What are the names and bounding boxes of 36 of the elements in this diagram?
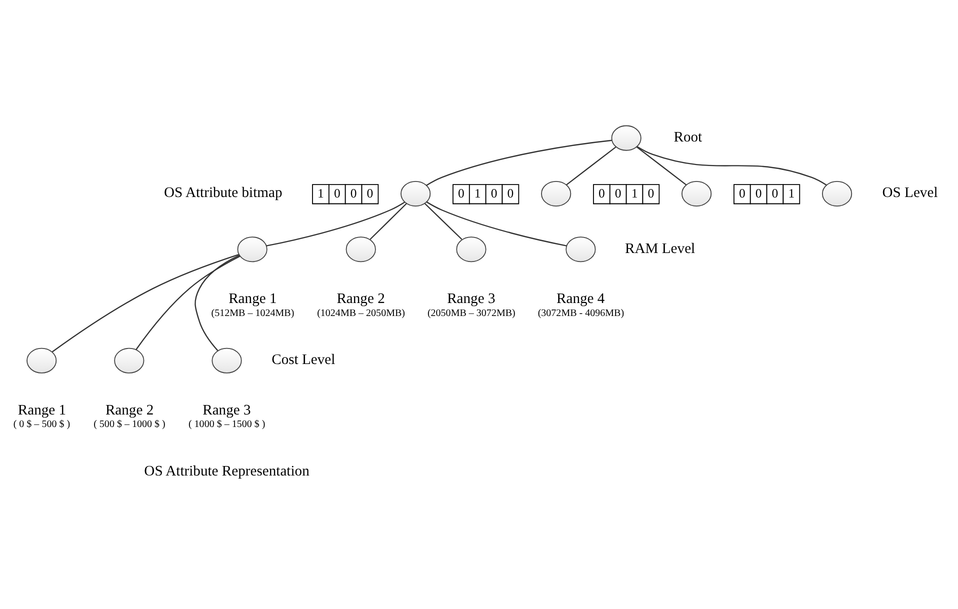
node-label: (512MB – 1024MB)	[211, 307, 294, 318]
node-label: Range 4	[556, 290, 605, 306]
node-label: 0	[772, 186, 778, 200]
node-label: 0	[598, 186, 605, 200]
node-label: 0	[648, 186, 654, 200]
node-label: ( 500 $ – 1000 $ )	[94, 418, 166, 430]
node-label: 0	[614, 186, 622, 200]
node-label: 0	[366, 186, 374, 200]
label: Cost Level	[272, 352, 336, 368]
label: RAM Level	[625, 240, 696, 256]
node-label: 1	[318, 186, 324, 200]
node-label: (3072MB - 4096MB)	[538, 307, 624, 318]
node-label: 0	[490, 186, 498, 200]
node-label: 0	[350, 186, 357, 200]
node-label: 0	[755, 186, 762, 200]
node-label: (2050MB – 3072MB)	[427, 307, 516, 318]
label: OS Attribute Representation	[144, 462, 310, 479]
node-label: 1	[788, 186, 795, 200]
node-label: Range 1	[18, 402, 66, 418]
node-label: 0	[458, 186, 464, 200]
node-label: 1	[631, 186, 638, 200]
node-label: ( 1000 $ – 1500 $ )	[188, 418, 266, 430]
node-label: Range 1	[228, 290, 277, 306]
label: OS Level	[882, 184, 938, 201]
node-label: ( 0 $ – 500 $ )	[13, 418, 70, 430]
node-label: 1	[474, 186, 481, 200]
label: OS Attribute bitmap	[164, 184, 282, 201]
node-label: Range 3	[202, 402, 251, 418]
node-label: 0	[738, 186, 746, 200]
node-label: Range 2	[105, 402, 154, 418]
node-label: Root	[674, 129, 702, 146]
node-label: 0	[507, 186, 514, 200]
node-label: 0	[334, 186, 340, 200]
node-label: Range 3	[447, 290, 496, 306]
node-label: (1024MB – 2050MB)	[317, 307, 406, 318]
node-label: Range 2	[336, 290, 385, 306]
